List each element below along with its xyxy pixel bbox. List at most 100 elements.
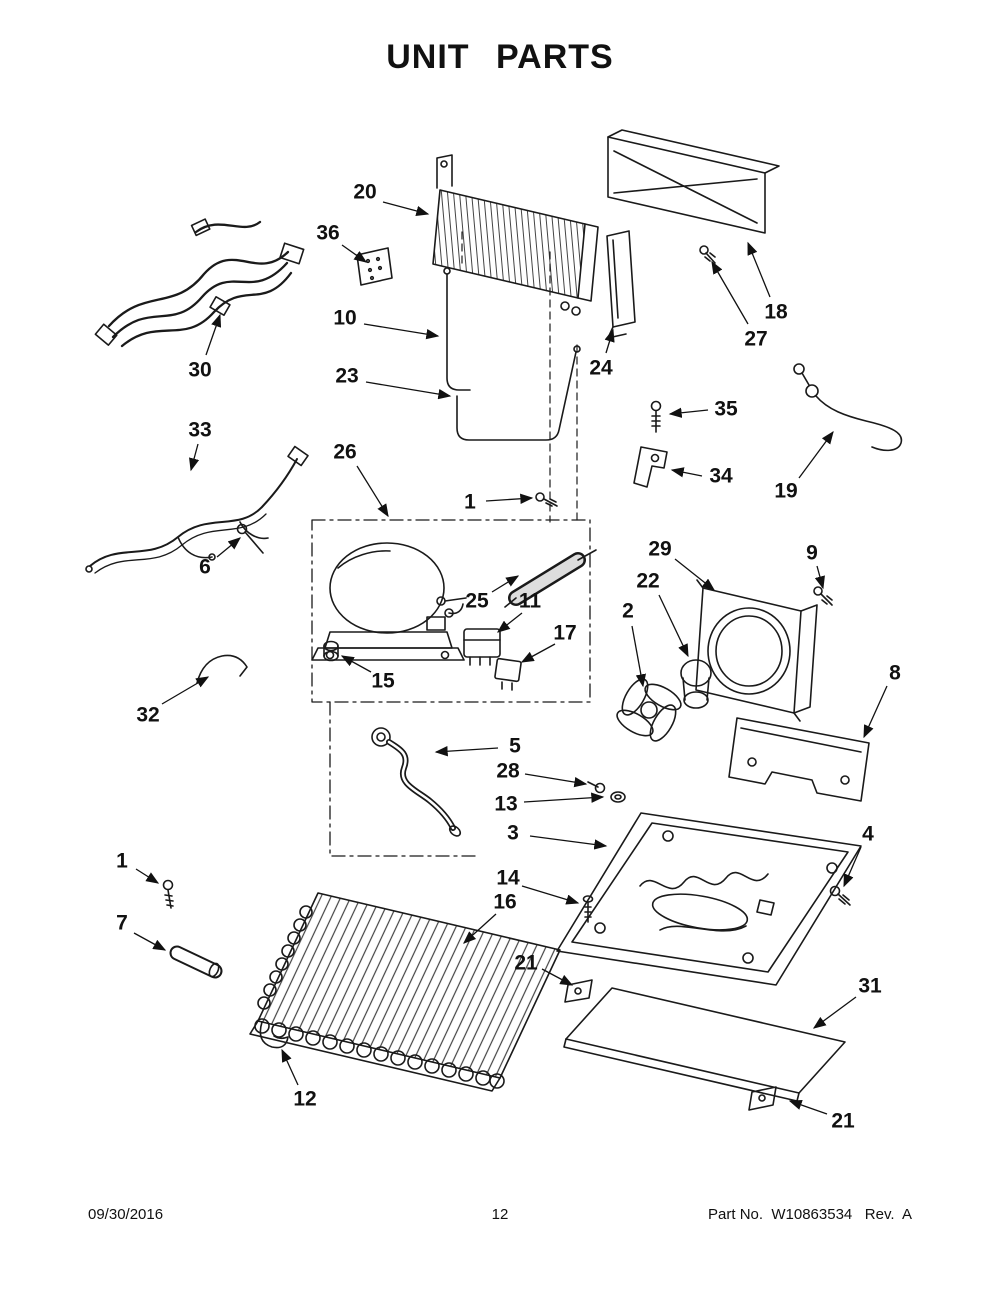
page-footer: 09/30/2016 12 Part No. W10863534 Rev. A (88, 1206, 912, 1223)
callout-label-15: 15 (371, 670, 395, 693)
wire-harness-30 (94, 218, 305, 348)
callout-label-3: 3 (507, 822, 519, 845)
callout-label-35: 35 (714, 398, 738, 421)
callout-label-10: 10 (333, 307, 356, 330)
filter-drier (504, 549, 597, 608)
callout-label-5: 5 (509, 735, 521, 758)
fan-shroud (695, 579, 818, 722)
wire-harness-33 (85, 445, 309, 574)
clamp-21-upper (564, 979, 593, 1003)
callout-leader-4 (843, 846, 862, 888)
callout-leader-6 (216, 537, 242, 558)
callout-label-33: 33 (188, 419, 211, 442)
callout-leader-33 (189, 443, 200, 472)
screw-4-icon (829, 885, 851, 906)
screw-9-icon (813, 586, 833, 606)
grommet-13 (610, 791, 626, 803)
callout-label-26: 26 (333, 441, 356, 464)
callout-label-1: 1 (116, 850, 128, 873)
callout-label-21: 21 (514, 952, 538, 975)
callout-leader-3 (529, 835, 608, 850)
callout-label-9: 9 (806, 542, 818, 565)
diagram-parts (85, 129, 903, 1111)
callout-label-8: 8 (889, 662, 901, 685)
callout-leader-18 (747, 241, 771, 298)
callout-label-11: 11 (519, 590, 542, 613)
clamp-bracket-34 (633, 446, 668, 488)
refrigerant-tube-10 (443, 267, 471, 391)
callout-label-18: 18 (764, 301, 788, 324)
callout-label-21: 21 (831, 1110, 855, 1133)
relay-overload-11 (463, 628, 501, 666)
callout-leader-12 (281, 1048, 299, 1086)
screw-1-lower-icon (162, 879, 174, 909)
callout-leader-11 (496, 612, 523, 633)
fan-motor (680, 659, 712, 709)
finned-coil (432, 154, 599, 316)
footer-part-info: Part No. W10863534 Rev. A (708, 1206, 913, 1223)
drain-tube-5 (371, 727, 462, 837)
callout-leader-8 (863, 685, 888, 739)
rear-mounting-bracket (607, 129, 780, 234)
mounting-plate-36 (356, 247, 393, 286)
callout-label-20: 20 (353, 181, 376, 204)
callout-leader-21 (541, 968, 574, 986)
callout-label-28: 28 (496, 760, 520, 783)
callout-leader-35 (668, 407, 709, 418)
callout-leader-10 (363, 323, 440, 340)
callout-label-32: 32 (136, 704, 159, 727)
clamp-21-lower (748, 1086, 777, 1111)
fan-blade (616, 678, 682, 742)
screw-1-upper-icon (535, 492, 558, 507)
cover-panel-31 (563, 987, 846, 1102)
page-title: UNIT PARTS (386, 38, 614, 76)
callout-leader-19 (798, 430, 834, 479)
callout-label-19: 19 (774, 480, 797, 503)
refrigerant-tube-23 (456, 345, 581, 441)
callout-label-23: 23 (335, 365, 358, 388)
clip-12 (259, 1021, 289, 1049)
callout-leader-1 (485, 493, 534, 504)
support-bracket-8 (728, 717, 870, 802)
callout-label-13: 13 (494, 793, 517, 816)
callout-leader-2 (631, 625, 647, 688)
callout-leader-30 (205, 313, 222, 356)
callout-label-2: 2 (622, 600, 634, 623)
callout-label-17: 17 (553, 622, 576, 645)
callout-label-16: 16 (493, 891, 516, 914)
callout-leader-21 (788, 1099, 828, 1115)
screw-35-icon (650, 400, 662, 433)
callout-leader-23 (365, 381, 452, 400)
callout-leader-5 (434, 746, 499, 757)
callout-label-25: 25 (465, 590, 489, 613)
callout-label-6: 6 (199, 556, 211, 579)
callout-label-12: 12 (293, 1088, 316, 1111)
callout-leader-32 (161, 676, 210, 705)
footer-date: 09/30/2016 (88, 1206, 164, 1223)
wire-clip-32 (196, 654, 248, 684)
unit-base-pan (556, 812, 862, 986)
callout-label-14: 14 (496, 867, 520, 890)
callout-leader-29 (674, 558, 716, 591)
callout-leader-14 (521, 885, 580, 905)
callout-label-36: 36 (316, 222, 339, 245)
callout-leader-26 (356, 465, 389, 518)
callout-label-30: 30 (188, 359, 211, 382)
footer-page-number: 12 (491, 1206, 509, 1223)
callout-leader-13 (523, 792, 605, 803)
plug-28 (587, 781, 606, 794)
callout-leader-28 (524, 773, 588, 788)
condenser-coil (249, 892, 561, 1092)
screw-27-icon (699, 245, 716, 264)
callout-leader-22 (658, 594, 689, 658)
callout-leader-15 (340, 655, 372, 673)
callout-leader-7 (133, 932, 167, 951)
callout-label-27: 27 (744, 328, 767, 351)
callout-leader-20 (382, 201, 430, 217)
insulation-tube-7 (169, 945, 223, 979)
callout-label-4: 4 (862, 823, 874, 846)
callout-leader-24 (604, 328, 615, 354)
callout-leader-31 (812, 996, 857, 1029)
